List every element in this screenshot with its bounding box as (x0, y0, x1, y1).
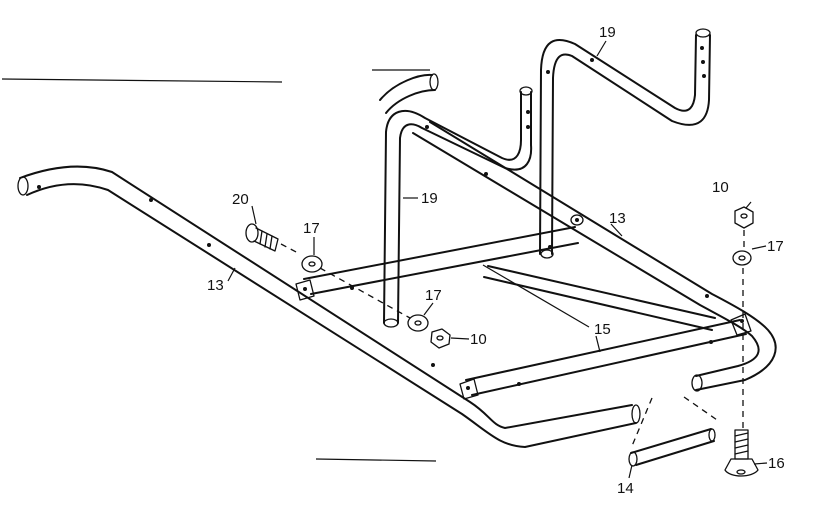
hex-nut-icon (734, 206, 754, 229)
part-label-upright: 19 (599, 24, 616, 41)
scan-artifact-lines (1, 69, 437, 462)
part-label-crossbar: 15 (594, 321, 611, 338)
part-label-foot-tube: 14 (617, 480, 634, 497)
leader-lines (227, 40, 768, 479)
center-long-tube (483, 265, 716, 331)
part-label-washer: 17 (425, 287, 442, 304)
right-upright-handle (539, 28, 711, 259)
right-side-rail (412, 121, 777, 392)
washer-icon (301, 255, 323, 273)
assembly-guide-lines (280, 230, 745, 447)
foot-tube-icon (628, 428, 716, 467)
washer-icon (407, 314, 429, 332)
left-side-rail (17, 165, 641, 448)
front-crossbar (459, 313, 752, 400)
part-label-nut: 10 (712, 179, 729, 196)
left-upright-handle (379, 73, 533, 328)
part-label-upright: 19 (421, 190, 438, 207)
rear-cross-tube (295, 214, 584, 301)
hex-nut-icon (430, 328, 451, 349)
part-label-washer: 17 (303, 220, 320, 237)
part-label-side-rail: 13 (609, 210, 626, 227)
part-label-foot-bolt: 16 (768, 455, 785, 472)
bolt-icon (245, 223, 279, 252)
part-label-bolt: 20 (232, 191, 249, 208)
part-label-washer: 17 (767, 238, 784, 255)
washer-icon (732, 250, 752, 266)
part-label-side-rail: 13 (207, 277, 224, 294)
part-label-nut: 10 (470, 331, 487, 348)
foot-bolt-icon (724, 429, 759, 477)
